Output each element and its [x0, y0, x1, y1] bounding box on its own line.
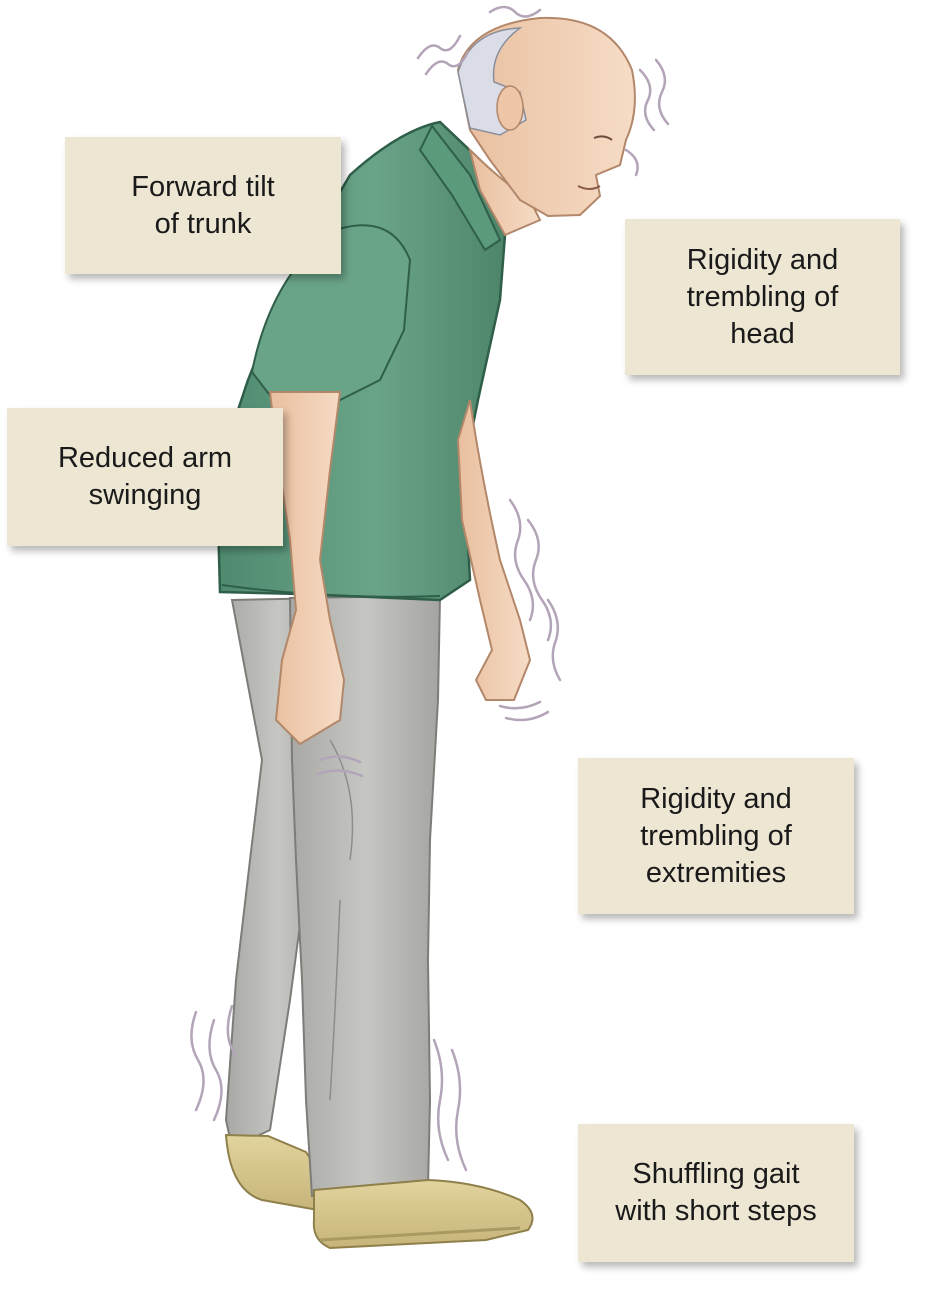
label-rigidity-trembling-head: Rigidity and trembling of head — [625, 219, 900, 375]
back-arm — [456, 399, 532, 701]
label-rigidity-trembling-extremities: Rigidity and trembling of extremities — [578, 758, 854, 914]
front-arm — [268, 391, 346, 746]
tremor-lines — [190, 5, 670, 1172]
label-reduced-arm-swinging: Reduced arm swinging — [7, 408, 283, 546]
head — [456, 16, 636, 218]
label-shuffling-gait: Shuffling gait with short steps — [578, 1124, 854, 1262]
label-forward-tilt-of-trunk: Forward tilt of trunk — [65, 137, 341, 274]
